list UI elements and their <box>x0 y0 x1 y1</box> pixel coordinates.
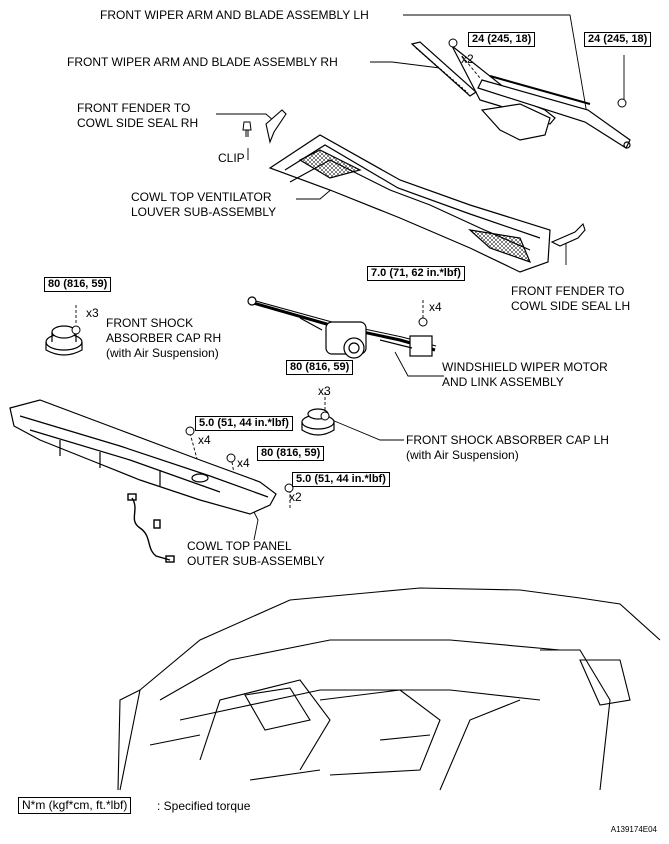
qty-wiper: x2 <box>461 52 474 66</box>
label-clip: CLIP <box>218 151 245 165</box>
qty-motor: x4 <box>429 300 442 314</box>
legend-torque-box: N*m (kgf*cm, ft.*lbf) <box>18 797 132 814</box>
label-panel-line2: OUTER SUB-ASSEMBLY <box>187 554 325 568</box>
qty-panel-bolt-b: x2 <box>289 490 302 504</box>
label-cap-rh-line3: (with Air Suspension) <box>106 346 219 360</box>
label-cap-rh-line2: ABSORBER CAP RH <box>106 331 222 345</box>
label-motor: WINDSHIELD WIPER MOTOR AND LINK ASSEMBLY <box>442 360 608 390</box>
figure-code: A139174E04 <box>610 825 657 834</box>
fender-seal-rh <box>265 109 287 144</box>
label-seal-rh: FRONT FENDER TO COWL SIDE SEAL RH <box>77 101 198 131</box>
torque-wiper-lh: 24 (245, 18) <box>584 32 652 47</box>
label-seal-lh-line1: FRONT FENDER TO <box>511 284 625 298</box>
label-seal-rh-line1: FRONT FENDER TO <box>77 101 191 115</box>
label-seal-rh-line2: COWL SIDE SEAL RH <box>77 116 199 130</box>
torque-panel-bolt-b: 5.0 (51, 44 in.*lbf) <box>292 472 390 487</box>
torque-cap-rh: 80 (816, 59) <box>44 277 112 292</box>
torque-wiper-rh: 24 (245, 18) <box>468 32 536 47</box>
label-wiper-lh: FRONT WIPER ARM AND BLADE ASSEMBLY LH <box>100 8 369 22</box>
fasteners <box>71 38 627 493</box>
label-cap-rh: FRONT SHOCK ABSORBER CAP RH (with Air Su… <box>106 316 221 361</box>
legend-torque-text: : Specified torque <box>157 799 251 813</box>
label-panel-line1: COWL TOP PANEL <box>187 539 292 553</box>
wiper-arm-lh <box>477 75 631 149</box>
label-cap-lh-line1: FRONT SHOCK ABSORBER CAP LH <box>406 433 609 447</box>
shock-cap-rh <box>45 325 83 356</box>
label-cap-rh-line1: FRONT SHOCK <box>106 316 194 330</box>
torque-panel-bolt-a: 5.0 (51, 44 in.*lbf) <box>195 416 293 431</box>
wire-harness <box>127 493 175 563</box>
cowl-panel <box>9 399 277 515</box>
torque-panel-nut: 80 (816, 59) <box>257 446 325 461</box>
qty-panel-nut: x4 <box>237 456 250 470</box>
fender-seal-lh <box>550 222 586 247</box>
qty-cap-lh: x3 <box>318 384 331 398</box>
wiper-motor-link <box>247 296 437 359</box>
label-cap-lh: FRONT SHOCK ABSORBER CAP LH (with Air Su… <box>406 433 609 463</box>
label-motor-line1: WINDSHIELD WIPER MOTOR <box>442 360 608 374</box>
label-motor-line2: AND LINK ASSEMBLY <box>442 375 564 389</box>
qty-panel-bolt-a: x4 <box>198 433 211 447</box>
label-seal-lh-line2: COWL SIDE SEAL LH <box>511 299 631 313</box>
label-seal-lh: FRONT FENDER TO COWL SIDE SEAL LH <box>511 284 630 314</box>
qty-cap-rh: x3 <box>86 306 99 320</box>
shock-cap-lh <box>301 408 335 436</box>
clip-part <box>242 121 252 137</box>
label-louver: COWL TOP VENTILATOR LOUVER SUB-ASSEMBLY <box>131 190 276 220</box>
label-louver-line1: COWL TOP VENTILATOR <box>131 190 272 204</box>
cowl-louver <box>268 134 551 273</box>
label-wiper-rh: FRONT WIPER ARM AND BLADE ASSEMBLY RH <box>67 55 338 69</box>
torque-cap-lh: 80 (816, 59) <box>286 360 354 375</box>
torque-motor-bolt: 7.0 (71, 62 in.*lbf) <box>367 266 465 281</box>
label-louver-line2: LOUVER SUB-ASSEMBLY <box>131 205 277 219</box>
label-cap-lh-line2: (with Air Suspension) <box>406 448 519 462</box>
vehicle-illustration <box>117 587 661 791</box>
label-panel: COWL TOP PANEL OUTER SUB-ASSEMBLY <box>187 539 325 569</box>
